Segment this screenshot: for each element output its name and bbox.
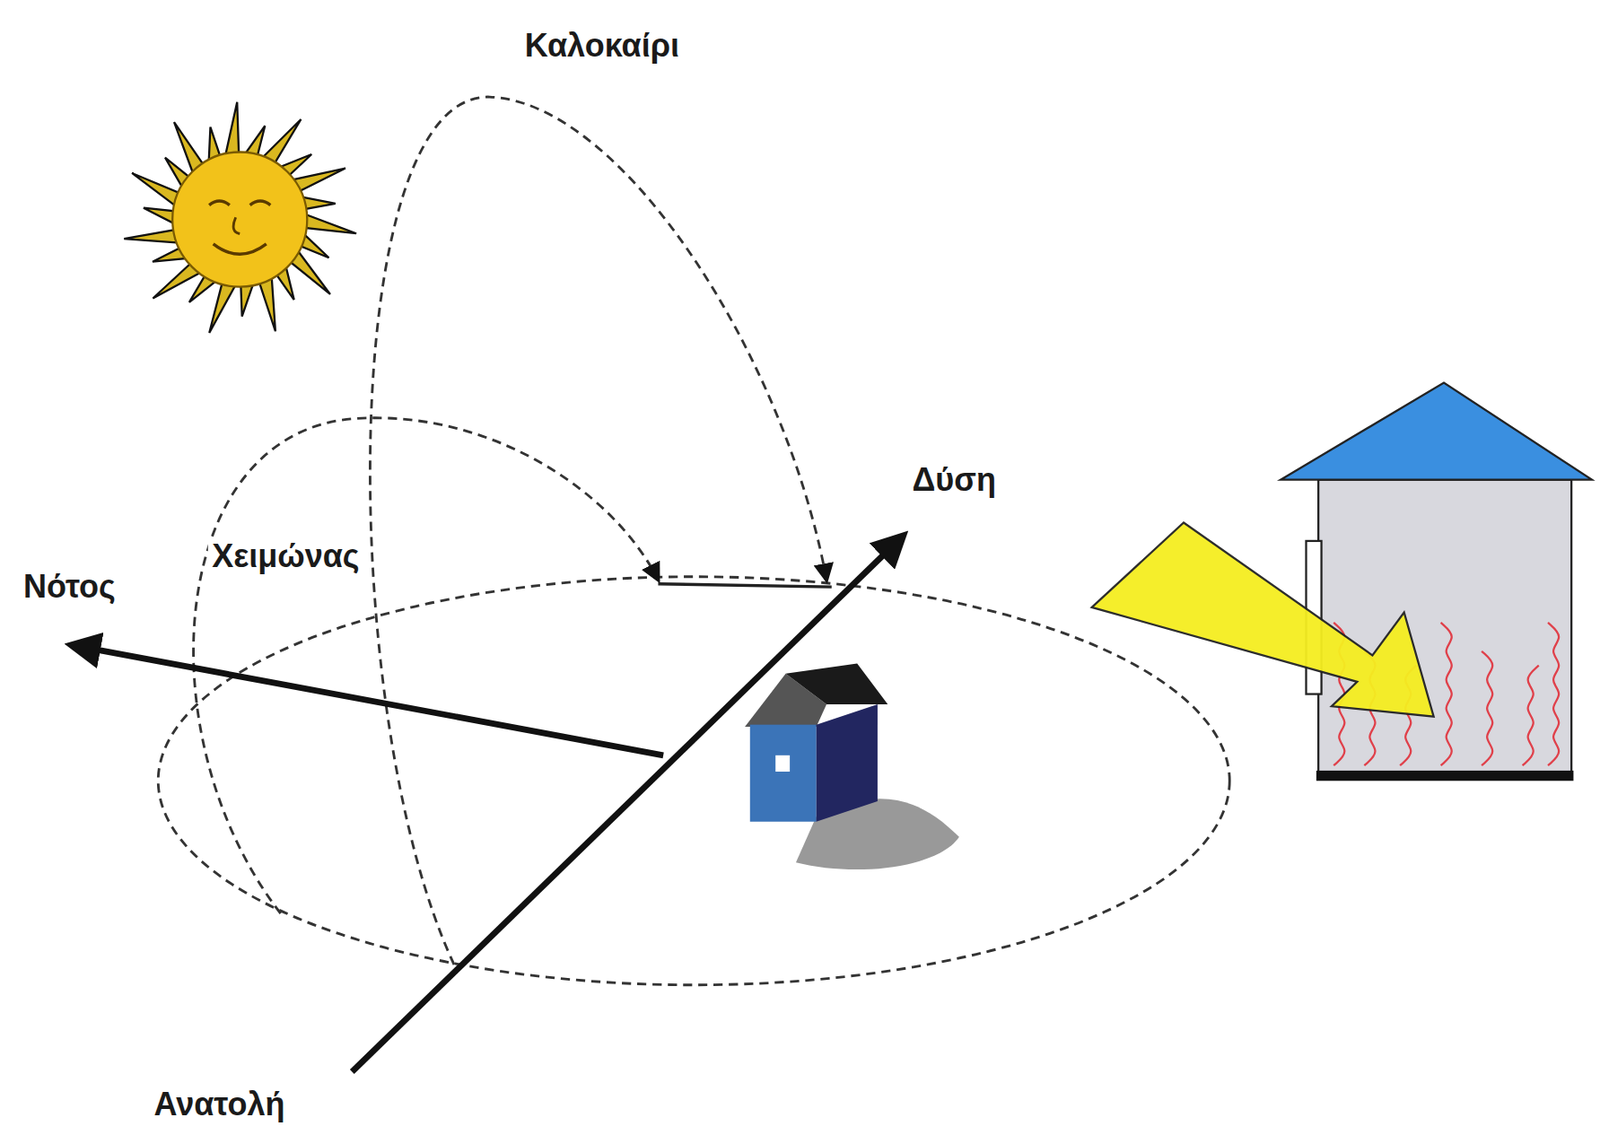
direction-label: Δύση bbox=[908, 462, 999, 499]
horizon-line bbox=[657, 584, 831, 587]
sun-icon bbox=[123, 102, 357, 333]
house-icon bbox=[744, 663, 960, 870]
east-west-axis bbox=[351, 535, 903, 1072]
season-label: Καλοκαίρι bbox=[521, 27, 683, 64]
season-label: Χειμώνας bbox=[208, 538, 363, 575]
solar-gain-house bbox=[1092, 383, 1592, 782]
horizon-ellipse bbox=[157, 577, 1230, 986]
direction-label: Νότος bbox=[19, 568, 120, 605]
south-axis bbox=[71, 645, 665, 756]
direction-label: Ανατολή bbox=[150, 1086, 289, 1123]
